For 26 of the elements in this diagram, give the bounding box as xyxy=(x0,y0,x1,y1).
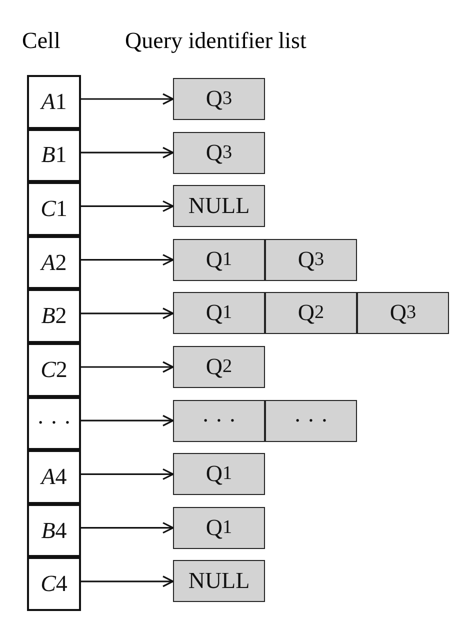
arrow xyxy=(81,414,174,426)
column-header: Query identifier list xyxy=(125,28,306,54)
arrow xyxy=(81,146,174,158)
arrow xyxy=(81,361,174,373)
query-id-box: NULL xyxy=(173,560,265,602)
cell-box: C1 xyxy=(27,182,81,236)
cell-box: · · · xyxy=(27,396,81,450)
column-header: Cell xyxy=(22,28,60,54)
query-id-box: · · · xyxy=(173,400,265,442)
arrow xyxy=(81,522,174,534)
cell-box: B1 xyxy=(27,128,81,182)
query-id-box: · · · xyxy=(265,400,357,442)
arrow xyxy=(81,468,174,480)
arrow xyxy=(81,254,174,266)
cell-box: B2 xyxy=(27,289,81,343)
arrow xyxy=(81,200,174,212)
cell-box: A4 xyxy=(27,450,81,504)
cell-box: B4 xyxy=(27,504,81,558)
cell-box: A2 xyxy=(27,236,81,290)
cell-box: C4 xyxy=(27,557,81,611)
arrow xyxy=(81,576,174,588)
arrow xyxy=(81,93,174,105)
cell-box: A1 xyxy=(27,75,81,129)
cell-box: C2 xyxy=(27,343,81,397)
arrow xyxy=(81,308,174,320)
query-id-box: NULL xyxy=(173,185,265,228)
